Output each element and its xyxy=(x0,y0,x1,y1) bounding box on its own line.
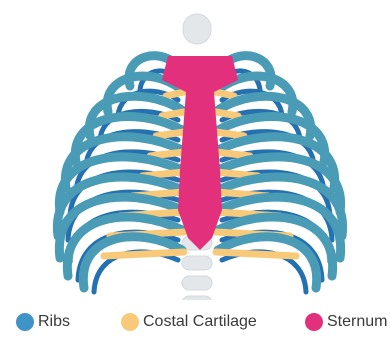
sternum-body xyxy=(178,92,222,250)
legend-item-ribs: Ribs xyxy=(16,313,70,331)
rib-cage-illustration xyxy=(0,0,390,300)
legend-label-ribs: Ribs xyxy=(38,313,70,331)
rib-8-left xyxy=(59,197,182,258)
costal-cartilage-5-left xyxy=(150,152,184,156)
costal-cartilage-4-left xyxy=(156,132,184,136)
legend: Ribs Costal Cartilage Sternum xyxy=(0,313,390,337)
vertebra-7 xyxy=(182,296,212,300)
legend-label-sternum: Sternum xyxy=(327,313,387,331)
costal-cartilage-swatch-icon xyxy=(121,313,139,331)
costal-cartilage-2-right xyxy=(216,92,234,96)
legend-item-costal-cartilage: Costal Cartilage xyxy=(121,313,257,331)
costal-cartilage-4-right xyxy=(216,132,244,136)
costal-cartilage-10-left xyxy=(104,252,184,256)
vertebra-1 xyxy=(183,14,211,44)
costal-cartilage-5-right xyxy=(216,152,250,156)
legend-item-sternum: Sternum xyxy=(305,313,387,331)
vertebra-5 xyxy=(182,256,212,270)
rib-8-right xyxy=(218,197,341,258)
costal-cartilage-2-left xyxy=(166,92,184,96)
costal-cartilage-10-right xyxy=(216,252,296,256)
costal-cartilage-3-left xyxy=(162,112,184,116)
costal-cartilage-3-right xyxy=(216,112,238,116)
ribs-swatch-icon xyxy=(16,313,34,331)
sternum-swatch-icon xyxy=(305,313,323,331)
legend-label-costal-cartilage: Costal Cartilage xyxy=(143,313,257,331)
vertebra-6 xyxy=(182,276,212,290)
